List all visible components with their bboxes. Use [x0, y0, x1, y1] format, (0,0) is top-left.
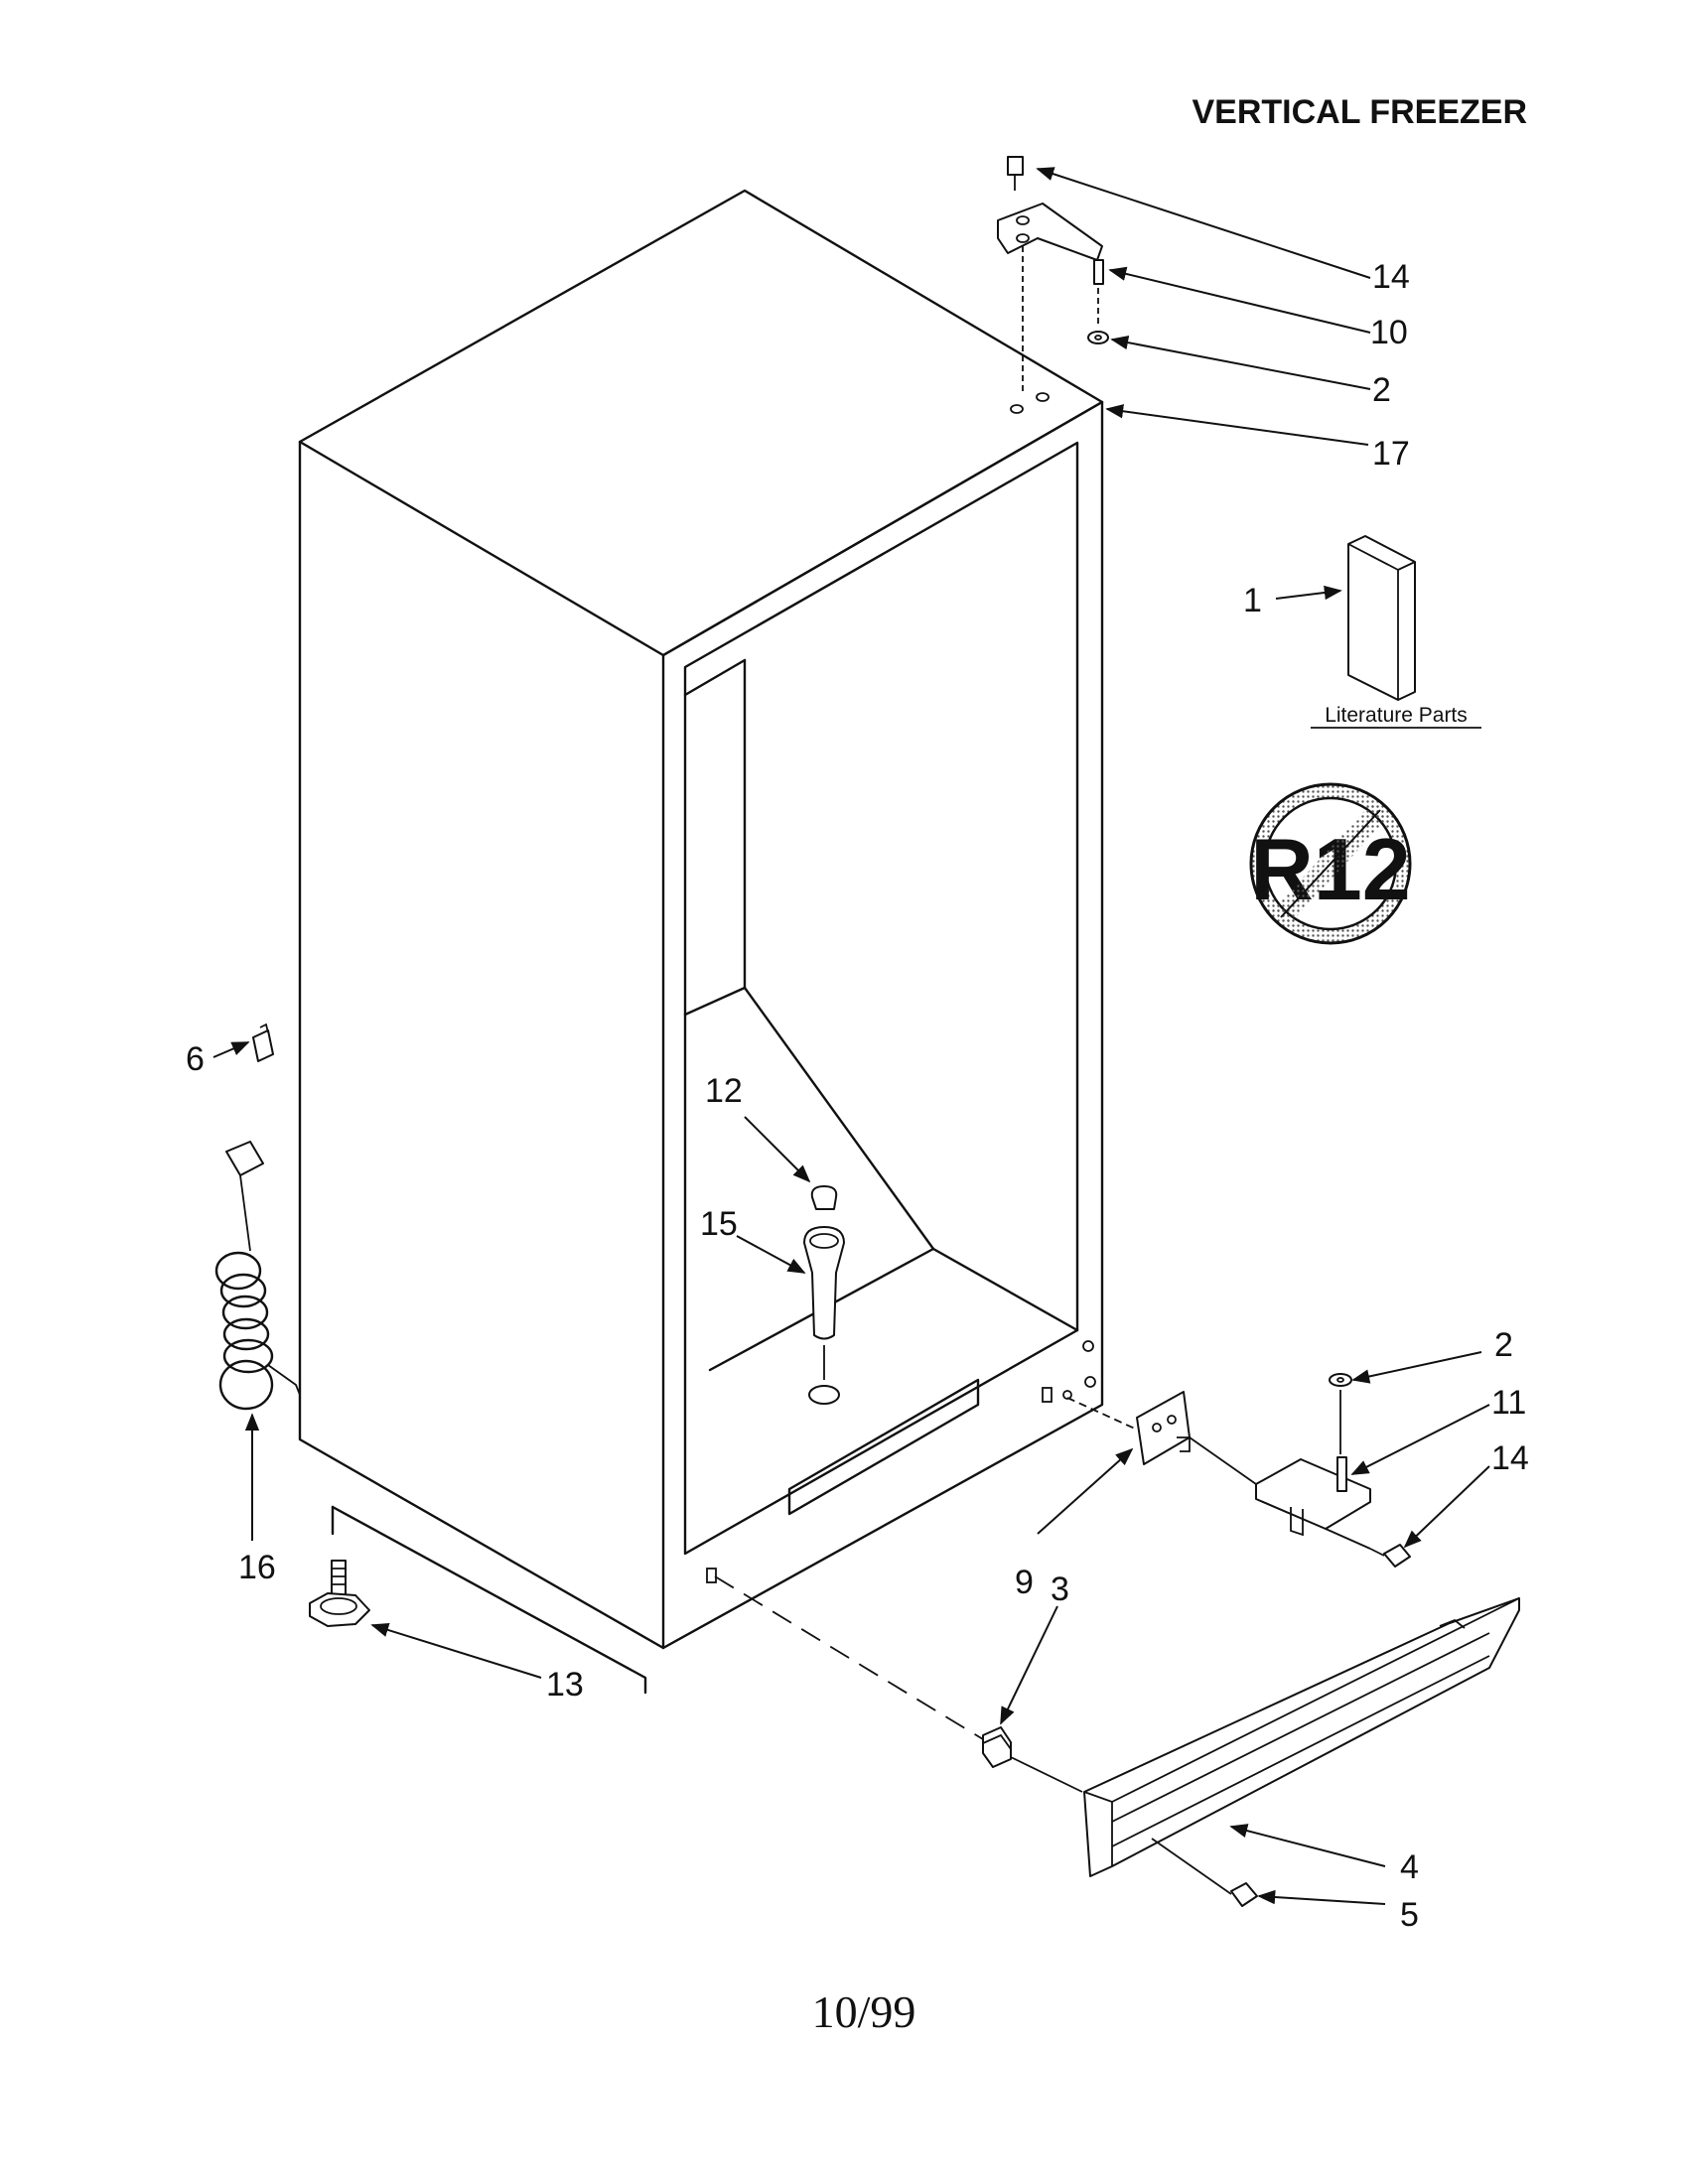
page-footer-date: 10/99: [812, 1986, 916, 2037]
diagram-title: VERTICAL FREEZER: [1192, 93, 1527, 131]
callout-14-bottom: 14: [1491, 1439, 1529, 1477]
callout-17: 17: [1372, 435, 1410, 473]
leader-lines: [212, 167, 1490, 1905]
leveling-leg: [309, 1560, 370, 1627]
literature-book: Literature Parts: [1311, 535, 1481, 729]
callout-2-bottom: 2: [1494, 1326, 1513, 1364]
callout-5: 5: [1400, 1896, 1419, 1934]
literature-parts-label: Literature Parts: [1325, 704, 1468, 727]
top-hinge-assembly: [997, 156, 1109, 392]
dashed-assembly-line: [714, 1575, 984, 1740]
callout-12: 12: [705, 1072, 743, 1110]
callout-15: 15: [700, 1205, 738, 1243]
callout-2-top: 2: [1372, 371, 1391, 409]
callout-1: 1: [1243, 582, 1262, 619]
drain-tube: [803, 1185, 845, 1405]
freezer-cabinet: [298, 189, 1104, 1695]
callout-6: 6: [186, 1040, 205, 1078]
lower-hinge-assembly: [1066, 1373, 1411, 1568]
base-grille: [1083, 1597, 1520, 1877]
callout-4: 4: [1400, 1848, 1419, 1886]
clip-part-6: [252, 1023, 274, 1062]
callout-10: 10: [1370, 314, 1408, 351]
callout-16: 16: [238, 1549, 276, 1586]
callout-14-top: 14: [1372, 258, 1410, 296]
clip-part-3: [982, 1726, 1012, 1768]
callout-3: 3: [1051, 1570, 1069, 1608]
callout-13: 13: [546, 1666, 584, 1704]
callout-9: 9: [1015, 1564, 1034, 1601]
callout-11: 11: [1491, 1384, 1526, 1422]
callout-labels: 14 10 2 17 1 6 12 15 16 13 2 11 14 9 3 4…: [186, 258, 1529, 1934]
power-cord: [214, 1141, 301, 1411]
screw-part-5: [1151, 1838, 1258, 1907]
no-r12-badge: R12: [1249, 782, 1412, 945]
